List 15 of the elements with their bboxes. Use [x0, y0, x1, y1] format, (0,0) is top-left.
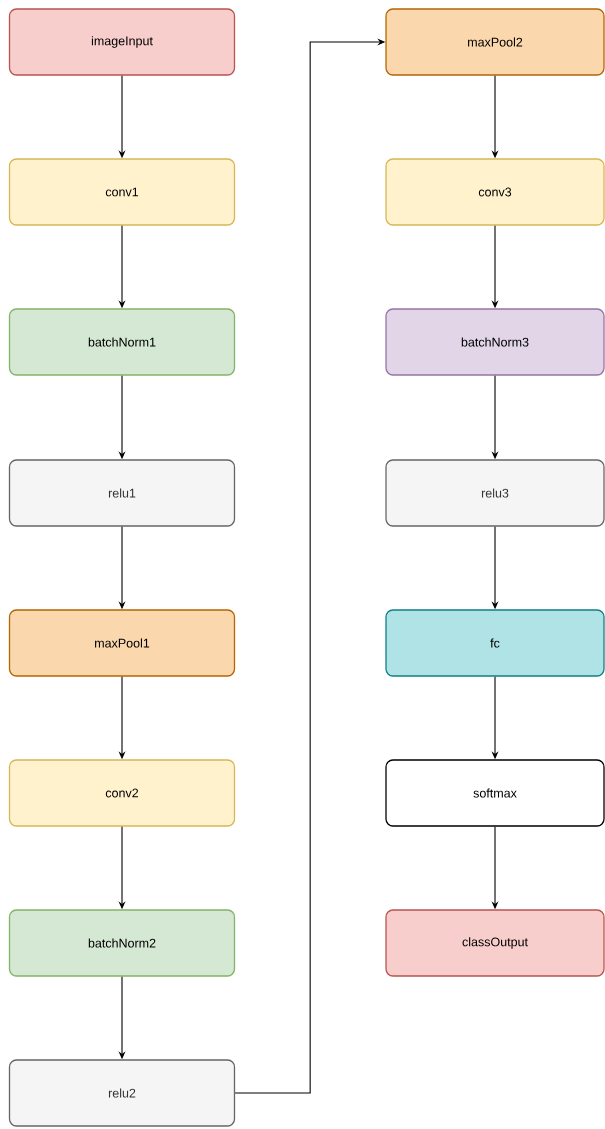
layer-box: softmax [385, 759, 605, 827]
layer-box: classOutput [385, 909, 605, 977]
layer-box: fc [385, 609, 605, 677]
layer-box: relu3 [385, 459, 605, 527]
layer-box: batchNorm3 [385, 308, 605, 376]
layer-box: batchNorm1 [8, 308, 236, 376]
layer-box: relu1 [8, 459, 236, 527]
layer-box: relu2 [8, 1059, 236, 1127]
layer-box: maxPool1 [8, 609, 236, 677]
layer-box: conv3 [385, 158, 605, 226]
layer-box: batchNorm2 [8, 909, 236, 977]
layer-box: conv1 [8, 158, 236, 226]
layer-box: conv2 [8, 759, 236, 827]
layer-box: maxPool2 [385, 8, 605, 76]
layer-box: imageInput [8, 8, 236, 76]
